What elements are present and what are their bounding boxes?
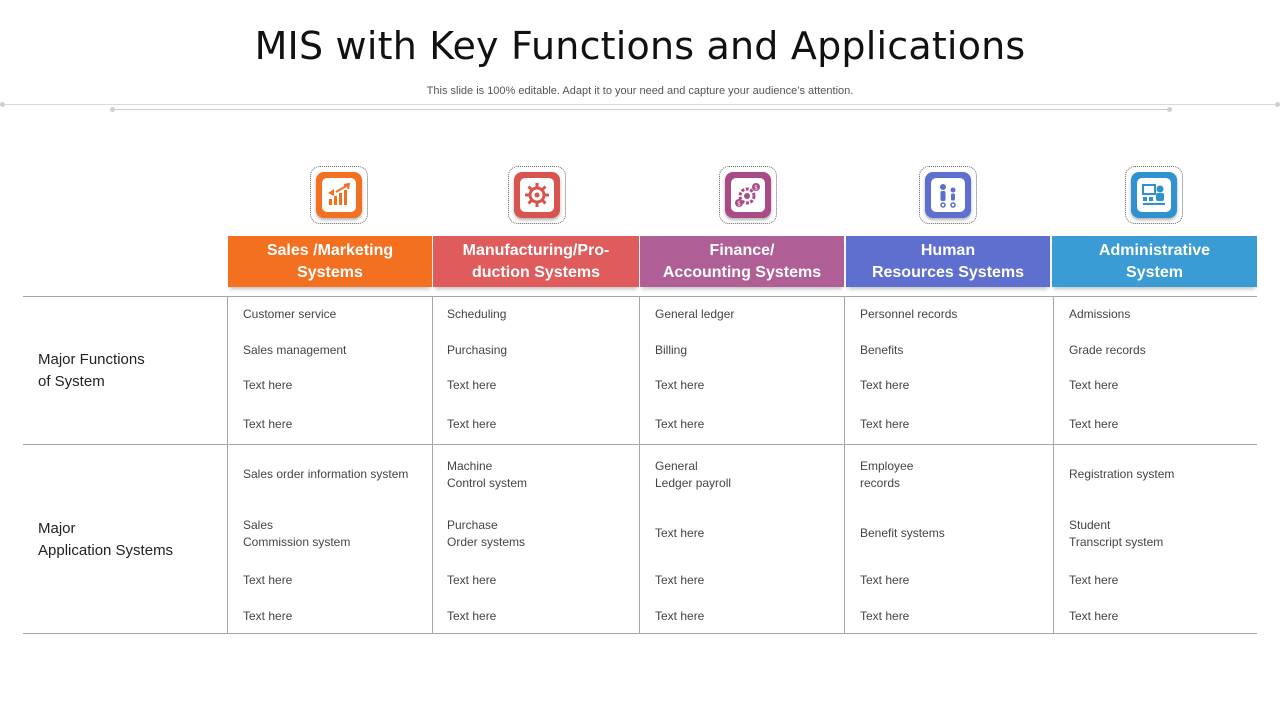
divider-dot (110, 107, 115, 112)
cell: General Ledger payroll (655, 459, 732, 490)
cell: Grade records (1069, 343, 1146, 357)
cell: Employee records (860, 459, 914, 490)
header-manufacturing: Manufacturing/Pro- duction Systems (433, 236, 639, 287)
cell: Text here (860, 573, 910, 587)
money-gear-icon: $ $ (735, 183, 760, 208)
cell: Text here (243, 378, 293, 392)
cell: Text here (243, 609, 293, 623)
cell: Text here (655, 573, 705, 587)
cell: Sales Commission system (243, 518, 351, 549)
admin-dashboard-icon (1142, 184, 1165, 205)
cell: Text here (243, 573, 293, 587)
cell: Text here (655, 609, 705, 623)
cell: Student Transcript system (1069, 518, 1164, 549)
cell: Text here (1069, 417, 1119, 431)
table-divider (432, 296, 433, 634)
cell: Text here (655, 526, 705, 540)
gear-icon (525, 183, 549, 207)
administrative-icon-frame (1125, 166, 1183, 224)
page-subtitle: This slide is 100% editable. Adapt it to… (426, 85, 854, 97)
svg-text:$: $ (754, 185, 758, 192)
cell: Sales management (243, 343, 347, 357)
cell: Text here (860, 417, 910, 431)
manufacturing-icon-frame (508, 166, 566, 224)
cell: Text here (243, 417, 293, 431)
header-line: Accounting Systems (662, 263, 822, 281)
people-icon (940, 184, 956, 208)
cell: Billing (655, 343, 688, 357)
cell: Text here (860, 378, 910, 392)
row-label-major-applications: Major Application Systems (38, 520, 174, 559)
header-line: Human (920, 241, 976, 259)
svg-text:$: $ (737, 201, 741, 208)
table-divider (1053, 296, 1054, 634)
divider-top (0, 104, 1280, 105)
cell: Text here (447, 378, 497, 392)
page-title: MIS with Key Functions and Applications (254, 24, 1026, 68)
cell: Text here (447, 609, 497, 623)
cell: Text here (447, 417, 497, 431)
table-divider (639, 296, 640, 634)
divider-bottom (112, 109, 1170, 110)
sales-marketing-icon-frame (310, 166, 368, 224)
megaphone-chart-icon (328, 183, 351, 205)
cell: Benefit systems (860, 526, 945, 540)
cell: Text here (655, 417, 705, 431)
cell: Purchasing (447, 343, 508, 357)
table-rule (23, 444, 1257, 445)
header-line: duction Systems (471, 263, 601, 281)
divider-dot (1275, 102, 1280, 107)
cell: Registration system (1069, 467, 1175, 481)
cell: Machine Control system (447, 459, 528, 490)
header-sales-marketing: Sales /Marketing Systems (228, 236, 432, 287)
cell: Text here (860, 609, 910, 623)
finance-icon-frame: $ $ (719, 166, 777, 224)
row-label-major-functions: Major Functions of System (38, 351, 145, 390)
cell: Scheduling (447, 307, 507, 321)
cell: Text here (655, 378, 705, 392)
human-resources-icon-frame (919, 166, 977, 224)
cell: Text here (1069, 609, 1119, 623)
cell: Text here (447, 573, 497, 587)
table-divider (227, 296, 228, 634)
header-line: Administrative (1098, 241, 1211, 259)
cell: Text here (1069, 573, 1119, 587)
header-administrative: Administrative System (1052, 236, 1257, 287)
cell: Customer service (243, 307, 337, 321)
table-rule (23, 633, 1257, 634)
header-finance: Finance/ Accounting Systems (640, 236, 844, 287)
cell: General ledger (655, 307, 735, 321)
cell: Sales order information system (243, 467, 409, 481)
header-line: Manufacturing/Pro- (462, 241, 610, 259)
divider-dot (1167, 107, 1172, 112)
header-line: Sales /Marketing (266, 241, 394, 259)
cell: Purchase Order systems (447, 518, 526, 549)
cell: Text here (1069, 378, 1119, 392)
cell: Admissions (1069, 307, 1131, 321)
divider-dot (0, 102, 5, 107)
table-divider (844, 296, 845, 634)
header-human-resources: Human Resources Systems (846, 236, 1050, 287)
table-rule (23, 296, 1257, 297)
header-line: Systems (297, 263, 363, 281)
header-line: Finance/ (709, 241, 775, 259)
header-line: System (1126, 263, 1183, 281)
cell: Personnel records (860, 307, 958, 321)
cell: Benefits (860, 343, 904, 357)
header-line: Resources Systems (871, 263, 1025, 281)
